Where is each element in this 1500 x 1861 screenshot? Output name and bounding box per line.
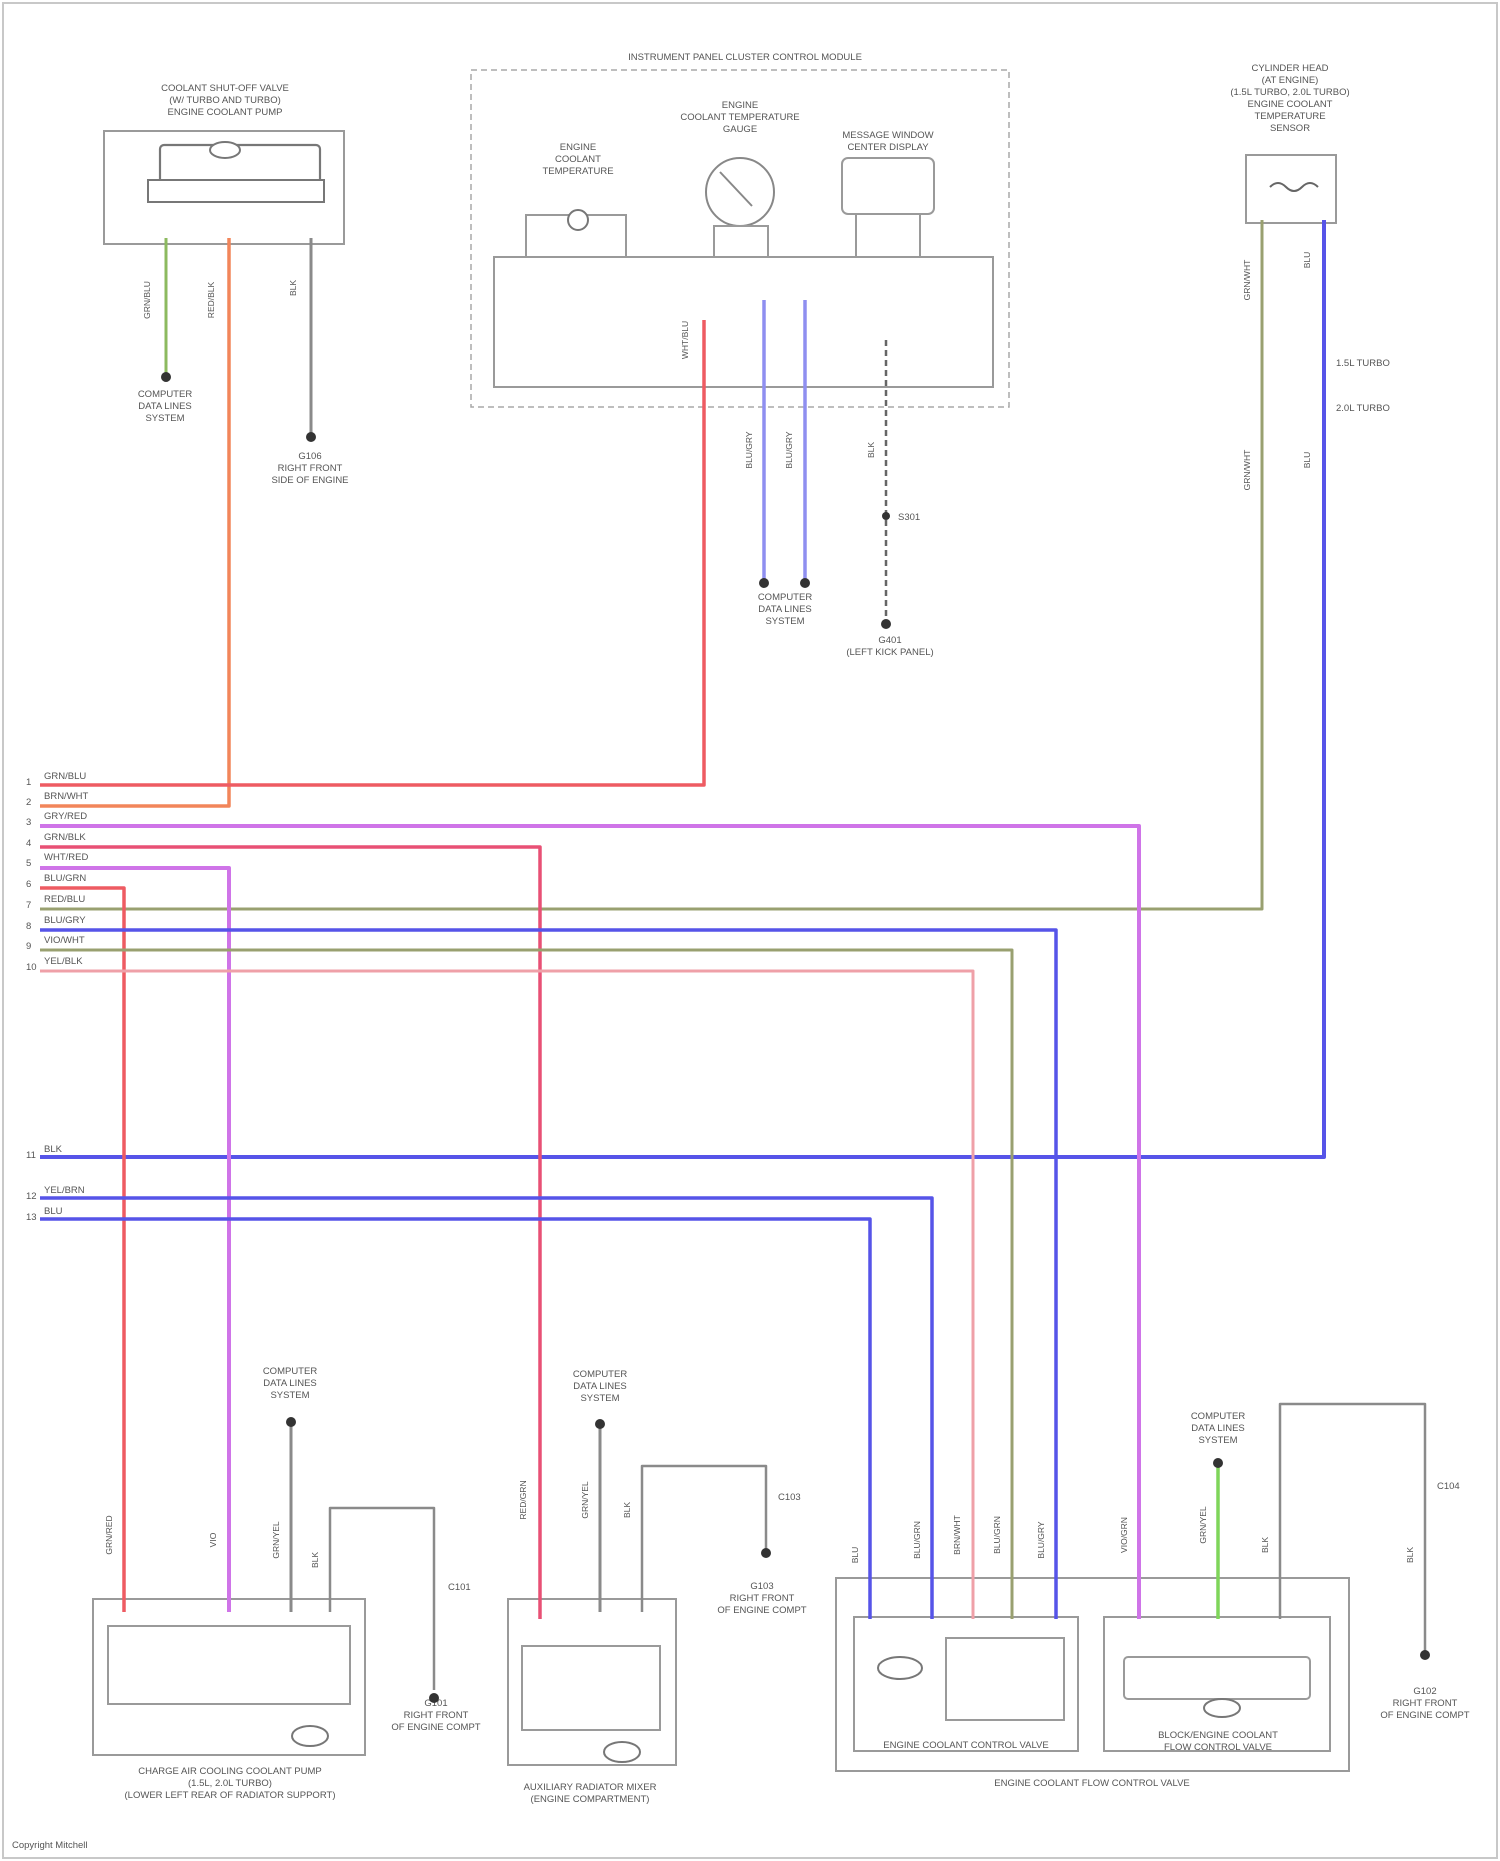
wire-code-15: BLK bbox=[310, 1552, 320, 1568]
ecm-pin-13: 13 bbox=[26, 1212, 37, 1223]
ground-dot-6 bbox=[286, 1417, 296, 1427]
ecm-wire-label-2: BRN/WHT bbox=[44, 791, 89, 802]
ground-dot-2 bbox=[306, 432, 316, 442]
wire-ipc-red bbox=[40, 320, 704, 785]
ground-dot-8 bbox=[595, 1419, 605, 1429]
ecm-pin-8: 8 bbox=[26, 921, 31, 932]
ground-dot-11 bbox=[1420, 1650, 1430, 1660]
wire-code-9: BLU bbox=[1302, 252, 1312, 269]
wire-code-27: BLK bbox=[1405, 1547, 1415, 1563]
wire-code-7: BLK bbox=[866, 442, 876, 458]
ecm-wire-label-1: GRN/BLU bbox=[44, 771, 86, 782]
ecm-pin-1: 1 bbox=[26, 777, 31, 788]
wire-code-26: BLK bbox=[1260, 1537, 1270, 1553]
wire-code-17: GRN/YEL bbox=[580, 1481, 590, 1519]
wire-code-14: GRN/YEL bbox=[271, 1521, 281, 1559]
wire-ccv-orange bbox=[40, 238, 229, 806]
wire-bus-blue4 bbox=[40, 1198, 932, 1619]
wire-bus-red2 bbox=[40, 888, 124, 1612]
wire-code-5: BLU/GRY bbox=[744, 431, 754, 468]
wire-code-3: BLK bbox=[288, 280, 298, 296]
wire-bus-rosy bbox=[40, 971, 973, 1619]
ecm-wire-label-13: BLU bbox=[44, 1206, 63, 1217]
ecm-pin-3: 3 bbox=[26, 817, 31, 828]
ecm-pin-10: 10 bbox=[26, 962, 37, 973]
ecm-pin-7: 7 bbox=[26, 900, 31, 911]
wire-code-24: VIO/GRN bbox=[1119, 1517, 1129, 1553]
ground-dot-1 bbox=[161, 372, 171, 382]
ground-dot-9 bbox=[761, 1548, 771, 1558]
ground-dot-3 bbox=[759, 578, 769, 588]
ecm-wire-label-5: WHT/RED bbox=[44, 852, 88, 863]
ground-dot-7 bbox=[429, 1693, 439, 1703]
ecm-pin-12: 12 bbox=[26, 1191, 37, 1202]
wire-bus-violet2 bbox=[40, 868, 229, 1612]
ecm-pin-2: 2 bbox=[26, 797, 31, 808]
wire-code-25: GRN/YEL bbox=[1198, 1506, 1208, 1544]
wire-bus-blue3 bbox=[40, 930, 1056, 1619]
wire-code-22: BLU/GRN bbox=[992, 1516, 1002, 1554]
wire-rs-blue bbox=[40, 220, 1324, 1157]
wire-code-20: BLU/GRN bbox=[912, 1521, 922, 1559]
wire-code-19: BLU bbox=[850, 1547, 860, 1564]
ecm-wire-label-10: YEL/BLK bbox=[44, 956, 83, 967]
wire-code-18: BLK bbox=[622, 1502, 632, 1518]
ecm-pin-11: 11 bbox=[26, 1150, 36, 1161]
ground-dot-4 bbox=[800, 578, 810, 588]
ecm-wire-label-3: GRY/RED bbox=[44, 811, 87, 822]
wire-code-16: RED/GRN bbox=[518, 1480, 528, 1519]
wire-code-2: RED/BLK bbox=[206, 281, 216, 318]
ecm-pin-9: 9 bbox=[26, 941, 31, 952]
wire-bus-blue5 bbox=[40, 1219, 870, 1619]
wire-code-21: BRN/WHT bbox=[952, 1515, 962, 1555]
wire-code-6: BLU/GRY bbox=[784, 431, 794, 468]
wire-code-4: WHT/BLU bbox=[680, 321, 690, 359]
wire-aux-black bbox=[642, 1466, 766, 1612]
ecm-wire-label-4: GRN/BLK bbox=[44, 832, 86, 843]
wire-valve-black bbox=[1280, 1404, 1425, 1655]
wire-code-1: GRN/BLU bbox=[142, 281, 152, 319]
wire-code-23: BLU/GRY bbox=[1036, 1521, 1046, 1558]
ecm-pin-4: 4 bbox=[26, 838, 31, 849]
wire-pump-black bbox=[330, 1508, 434, 1690]
ecm-wire-label-12: YEL/BRN bbox=[44, 1185, 85, 1196]
ecm-wire-label-6: BLU/GRN bbox=[44, 873, 86, 884]
ecm-wire-label-7: RED/BLU bbox=[44, 894, 85, 905]
wire-code-13: VIO bbox=[208, 1532, 218, 1547]
wire-code-10: GRN/WHT bbox=[1242, 450, 1252, 491]
ground-dot-5 bbox=[881, 619, 891, 629]
ecm-wire-label-11: BLK bbox=[44, 1144, 63, 1155]
ecm-pin-6: 6 bbox=[26, 879, 31, 890]
wire-code-12: GRN/RED bbox=[104, 1515, 114, 1554]
wire-code-8: GRN/WHT bbox=[1242, 260, 1252, 301]
ecm-wire-label-9: VIO/WHT bbox=[44, 935, 85, 946]
ecm-pin-5: 5 bbox=[26, 858, 31, 869]
ground-dot-10 bbox=[1213, 1458, 1223, 1468]
ipc-splice-dot bbox=[882, 512, 890, 520]
ecm-wire-label-8: BLU/GRY bbox=[44, 915, 86, 926]
wire-code-11: BLU bbox=[1302, 452, 1312, 469]
